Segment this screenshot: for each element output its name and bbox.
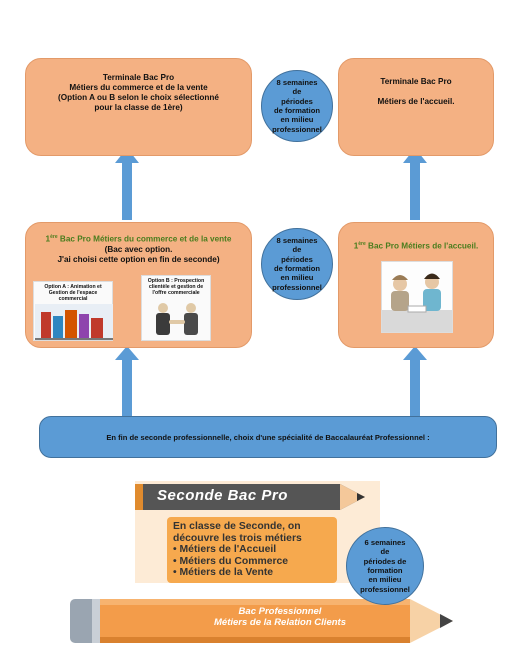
list-item: • Métiers du Commerce bbox=[173, 555, 289, 567]
box-line: (Bac avec option. bbox=[104, 244, 173, 254]
circle-line: professionnel bbox=[272, 124, 322, 134]
list-item: • Métiers de la Vente bbox=[173, 567, 274, 578]
circle-line: de bbox=[292, 87, 302, 97]
box-line: J'ai choisi cette option en fin de secon… bbox=[57, 254, 220, 264]
terminale-commerce-box: Terminale Bac Pro Métiers du commerce et… bbox=[25, 58, 252, 156]
box-line: Métiers du commerce et de la vente bbox=[69, 83, 208, 92]
option-b-image: Option B : Prospection clientèle et gest… bbox=[141, 275, 211, 341]
arrow-left-up-lower bbox=[115, 346, 139, 417]
circle-line: en milieu bbox=[280, 115, 314, 125]
circle-line: professionnel bbox=[360, 584, 410, 594]
seconde-intro: découvre les trois métiers bbox=[173, 532, 302, 544]
pencil-line: Bac Professionnel bbox=[238, 606, 322, 617]
box-line: Terminale Bac Pro bbox=[102, 73, 175, 82]
premiere-accueil-box: 1ère Bac Pro Métiers de l'accueil. bbox=[338, 222, 494, 348]
arrow-left-up bbox=[115, 148, 139, 220]
circle-line: en milieu bbox=[368, 575, 402, 585]
box-title: 1ère Bac Pro Métiers de l'accueil. bbox=[353, 241, 479, 251]
box-line: Métiers de l'accueil. bbox=[377, 97, 455, 106]
terminale-accueil-box: Terminale Bac Pro Métiers de l'accueil. bbox=[338, 58, 494, 156]
seconde-info-panel: En classe de Seconde, on découvre les tr… bbox=[167, 517, 337, 583]
duration-circle-top: 8 semaines de périodes de formation en m… bbox=[261, 70, 333, 142]
box-line: (Option A ou B selon le choix sélectionn… bbox=[58, 93, 219, 102]
choice-banner: En fin de seconde professionnelle, choix… bbox=[39, 416, 497, 458]
circle-line: de formation bbox=[273, 106, 320, 115]
duration-circle-mid: 8 semaines de périodes de formation en m… bbox=[261, 228, 333, 300]
circle-line: de bbox=[380, 547, 390, 557]
circle-line: formation bbox=[367, 566, 403, 575]
circle-line: en milieu bbox=[280, 273, 314, 283]
circle-line: professionnel bbox=[272, 282, 322, 292]
arrow-right-up-lower bbox=[403, 346, 427, 417]
accueil-image bbox=[381, 261, 453, 333]
box-title: 1ère Bac Pro Métiers du commerce et de l… bbox=[45, 234, 232, 244]
circle-line: de formation bbox=[273, 264, 320, 273]
list-item: • Métiers de l'Accueil bbox=[173, 544, 277, 555]
pencil-top-graphic bbox=[135, 484, 365, 510]
circle-line: de bbox=[292, 245, 302, 255]
circle-line: périodes bbox=[281, 96, 313, 106]
arrow-right-up bbox=[403, 148, 427, 220]
premiere-commerce-box: 1ère Bac Pro Métiers du commerce et de l… bbox=[25, 222, 252, 348]
duration-circle-bottom: 6 semaines de périodes de formation en m… bbox=[346, 527, 424, 605]
circle-line: périodes de bbox=[363, 556, 407, 566]
option-a-image: Option A : Animation et Gestion de l'esp… bbox=[33, 281, 113, 341]
banner-text: En fin de seconde professionnelle, choix… bbox=[106, 432, 430, 442]
box-line: pour la classe de 1ère) bbox=[94, 103, 183, 112]
seconde-intro: En classe de Seconde, on bbox=[173, 521, 301, 532]
seconde-title: Seconde Bac Pro bbox=[157, 487, 288, 504]
circle-line: 6 semaines bbox=[364, 537, 406, 547]
box-line: Terminale Bac Pro bbox=[380, 77, 452, 86]
circle-line: périodes bbox=[281, 254, 313, 264]
pencil-line: Métiers de la Relation Clients bbox=[214, 617, 346, 628]
bac-pro-pencil-graphic: Bac Professionnel Métiers de la Relation… bbox=[70, 593, 455, 648]
circle-line: 8 semaines bbox=[276, 235, 318, 245]
seconde-graphic: Seconde Bac Pro En classe de Seconde, on… bbox=[135, 481, 380, 583]
circle-line: 8 semaines bbox=[276, 77, 318, 87]
